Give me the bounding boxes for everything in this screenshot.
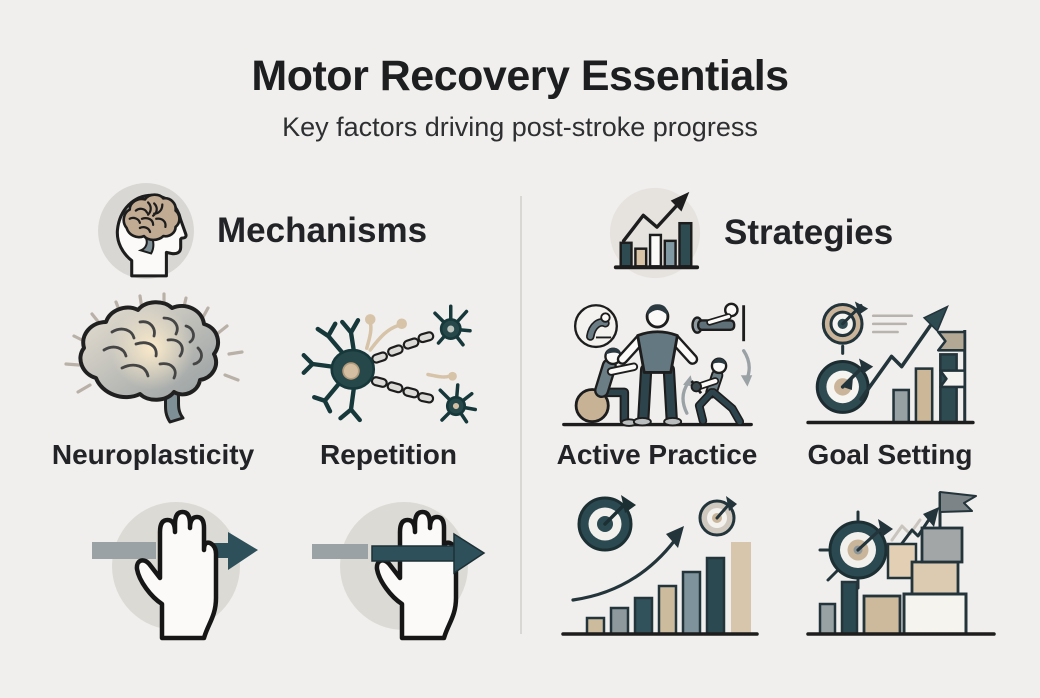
page-title: Motor Recovery Essentials [251,52,789,100]
page-subtitle: Key factors driving post-stroke progress [282,112,758,142]
section-header-mechanisms: Mechanisms [95,180,427,282]
target-rising-bars-icon [561,495,759,636]
hand-arrow-behind-icon [92,502,258,641]
glowing-brain-icon [64,292,244,424]
hand-arrow-through-icon [312,502,486,641]
head-brain-icon [98,183,194,279]
target-chart-flags-icon [806,301,975,425]
growth-chart-icon [609,187,701,279]
section-title-strategies: Strategies [724,213,894,252]
item-label-goal-setting: Goal Setting [807,439,973,470]
neuron-network-icon [301,304,477,424]
item-label-repetition: Repetition [320,439,457,470]
target-steps-flag-icon [806,491,996,636]
item-label-active-practice: Active Practice [556,439,758,470]
exercise-figures-icon [562,302,753,427]
section-header-strategies: Strategies [606,184,893,282]
item-label-neuroplasticity: Neuroplasticity [51,439,255,470]
section-title-mechanisms: Mechanisms [217,211,428,250]
column-divider [520,196,522,634]
